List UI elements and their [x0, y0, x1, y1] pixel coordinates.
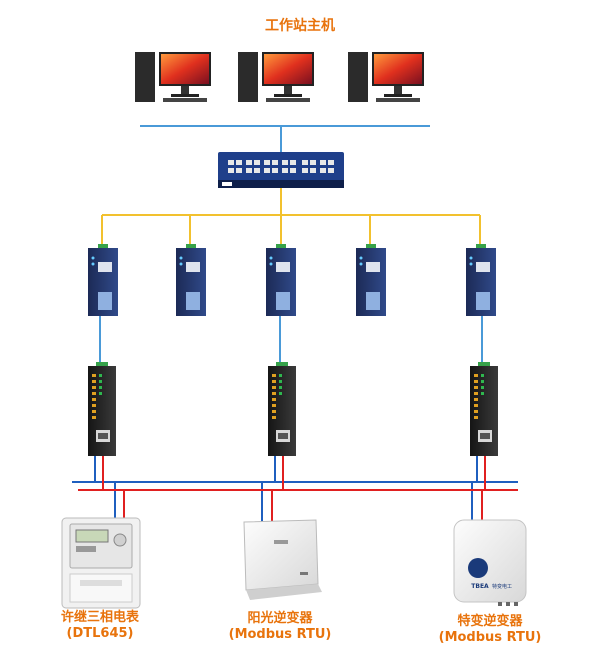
- pc-tower: [135, 52, 155, 102]
- device-name: 特变逆变器: [457, 614, 523, 629]
- media-converter-2: [176, 244, 206, 316]
- workstation-2: [238, 52, 314, 102]
- keyboard: [376, 98, 420, 102]
- device-name: 许继三相电表: [60, 610, 139, 625]
- media-converter-5: [466, 244, 496, 316]
- pc-tower: [238, 52, 258, 102]
- converter-gateway-links: [99, 316, 483, 366]
- serial-gateway-2: [268, 362, 296, 456]
- tbea-logo-icon: [468, 558, 488, 578]
- keyboard: [266, 98, 310, 102]
- fiber-lines: [101, 188, 481, 248]
- serial-gateway-1: [88, 362, 116, 456]
- rs485-bus: [72, 456, 518, 524]
- workstation-title: 工作站主机: [265, 18, 335, 34]
- workstation-3: [348, 52, 424, 102]
- serial-gateway-3: [470, 362, 498, 456]
- tbea-brand: TBEA: [471, 583, 489, 590]
- device-protocol: (Modbus RTU): [228, 627, 332, 642]
- device-label-tbea: 特变逆变器 (Modbus RTU): [425, 614, 555, 646]
- tbea-inverter: TBEA 特变电工: [453, 519, 527, 606]
- ethernet-switch: [218, 152, 344, 188]
- monitor-screen: [161, 54, 209, 84]
- keyboard: [163, 98, 207, 102]
- media-converter-3: [266, 244, 296, 316]
- device-label-meter: 许继三相电表 (DTL645): [40, 610, 160, 642]
- monitor-screen: [264, 54, 312, 84]
- sungrow-inverter: [243, 519, 322, 600]
- media-converter-1: [88, 244, 118, 316]
- media-converter-4: [356, 244, 386, 316]
- device-label-sungrow: 阳光逆变器 (Modbus RTU): [215, 611, 345, 643]
- device-protocol: (Modbus RTU): [438, 630, 542, 645]
- ethernet-lines: [140, 125, 430, 152]
- workstation-1: [135, 52, 211, 102]
- device-protocol: (DTL645): [66, 626, 134, 641]
- tbea-brand-cn: 特变电工: [492, 583, 512, 590]
- device-name: 阳光逆变器: [247, 611, 313, 626]
- three-phase-meter: [61, 517, 141, 609]
- pc-tower: [348, 52, 368, 102]
- monitor-screen: [374, 54, 422, 84]
